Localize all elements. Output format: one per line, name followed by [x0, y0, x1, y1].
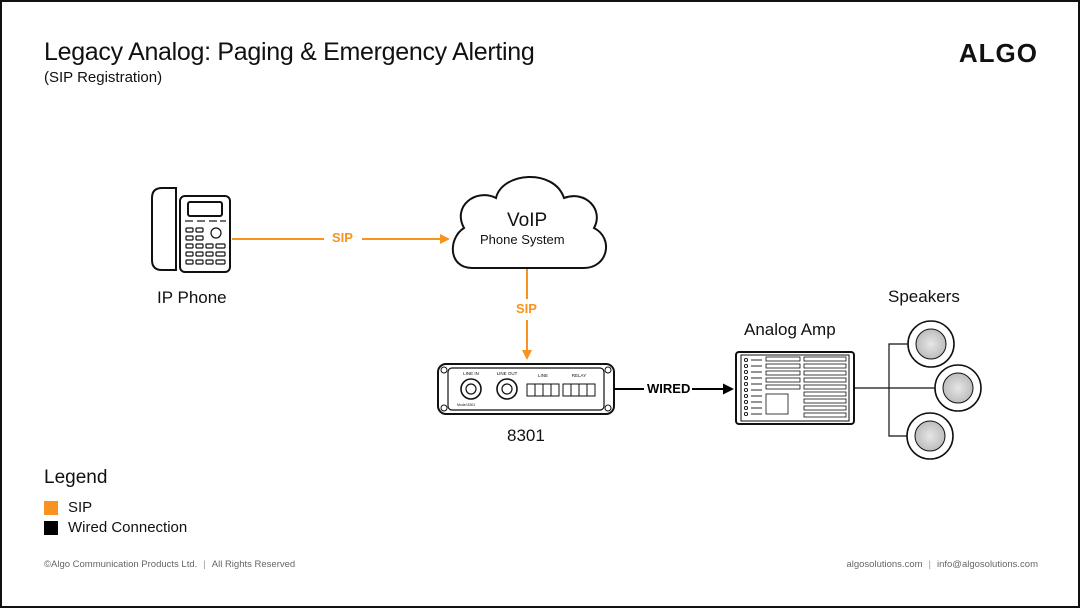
footer-email[interactable]: info@algosolutions.com [936, 559, 1038, 570]
voip-cloud-icon [451, 176, 607, 269]
analog-amp-icon [735, 351, 855, 425]
sip-label-phone-cloud: SIP [332, 230, 353, 245]
speaker-icon-top [907, 320, 955, 368]
cloud-title: VoIP [507, 210, 548, 231]
ip-phone-icon [151, 187, 231, 273]
algo-8301-device-icon: LINE IN LINE OUT LINE RELAY Model 8301 [437, 363, 615, 415]
model-label: Model 8301 [457, 403, 475, 407]
algo-logo: ALGO [958, 38, 1038, 68]
footer-left: ©Algo Communication Products Ltd.|All Ri… [44, 559, 296, 570]
footer-copyright: ©Algo Communication Products Ltd. [44, 559, 198, 570]
relay-label: RELAY [572, 373, 586, 378]
footer-website[interactable]: algosolutions.com [846, 559, 923, 570]
sip-label-cloud-device: SIP [516, 301, 537, 316]
cloud-subtitle: Phone System [480, 232, 565, 247]
legend-title: Legend [44, 467, 108, 488]
speakers-label: Speakers [888, 287, 960, 306]
page-subtitle: (SIP Registration) [44, 69, 163, 86]
line-label: LINE [538, 373, 548, 378]
amp-label: Analog Amp [744, 320, 836, 339]
legend-label-sip: SIP [68, 499, 93, 516]
legend-swatch-wired [44, 520, 58, 535]
speaker-wiring [854, 343, 936, 437]
wired-label: WIRED [647, 381, 691, 396]
legend-item-sip: SIP [44, 499, 92, 516]
line-out-label: LINE OUT [497, 371, 518, 376]
legend-label-wired: Wired Connection [68, 519, 188, 536]
footer-rights: All Rights Reserved [211, 559, 296, 570]
page-title: Legacy Analog: Paging & Emergency Alerti… [44, 38, 535, 66]
speaker-icon-bottom [906, 412, 954, 460]
ip-phone-label: IP Phone [157, 288, 227, 307]
legend-item-wired: Wired Connection [44, 519, 187, 536]
speaker-icon-middle [934, 364, 982, 412]
device-label: 8301 [507, 426, 545, 445]
footer-right: algosolutions.com|info@algosolutions.com [846, 559, 1038, 570]
line-in-label: LINE IN [463, 371, 479, 376]
legend-swatch-sip [44, 500, 58, 515]
